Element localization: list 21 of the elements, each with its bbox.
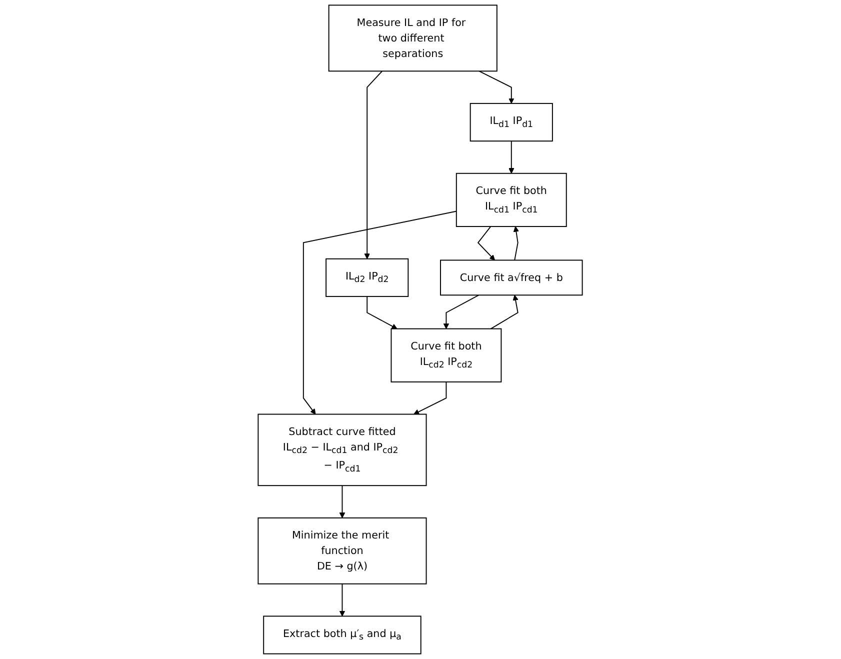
arrow <box>444 294 480 330</box>
node-box: IL$_{d2}$ IP$_{d2}$ <box>326 258 409 297</box>
arrow <box>364 70 383 260</box>
node-box: Curve fit both IL$_{cd1}$ IP$_{cd1}$ <box>456 172 568 228</box>
arrow <box>340 583 346 616</box>
arrow <box>478 70 514 104</box>
arrow <box>508 140 514 174</box>
node-box: Measure IL and IP for two different separations <box>328 4 498 72</box>
arrow <box>303 210 458 414</box>
node-box: Subtract curve fitted IL$_{cd2}$ − IL$_{cd1}$ and IP$_{cd2}$ − IP$_{cd1}$ <box>258 414 428 486</box>
node-box: Extract both μ′$_{s}$ and μ$_{a}$ <box>263 616 422 654</box>
arrow <box>366 296 398 330</box>
arrow <box>514 226 520 261</box>
node-box: Curve fit both IL$_{cd2}$ IP$_{cd2}$ <box>391 328 502 382</box>
arrow <box>340 485 346 518</box>
arrow <box>490 294 519 330</box>
node-box: Curve fit a√freq + b <box>440 260 584 296</box>
arrow <box>414 381 447 415</box>
arrow <box>478 226 496 260</box>
node-box: Minimize the merit function DE → g(λ) <box>258 517 428 584</box>
node-box: IL$_{d1}$ IP$_{d1}$ <box>470 102 554 142</box>
